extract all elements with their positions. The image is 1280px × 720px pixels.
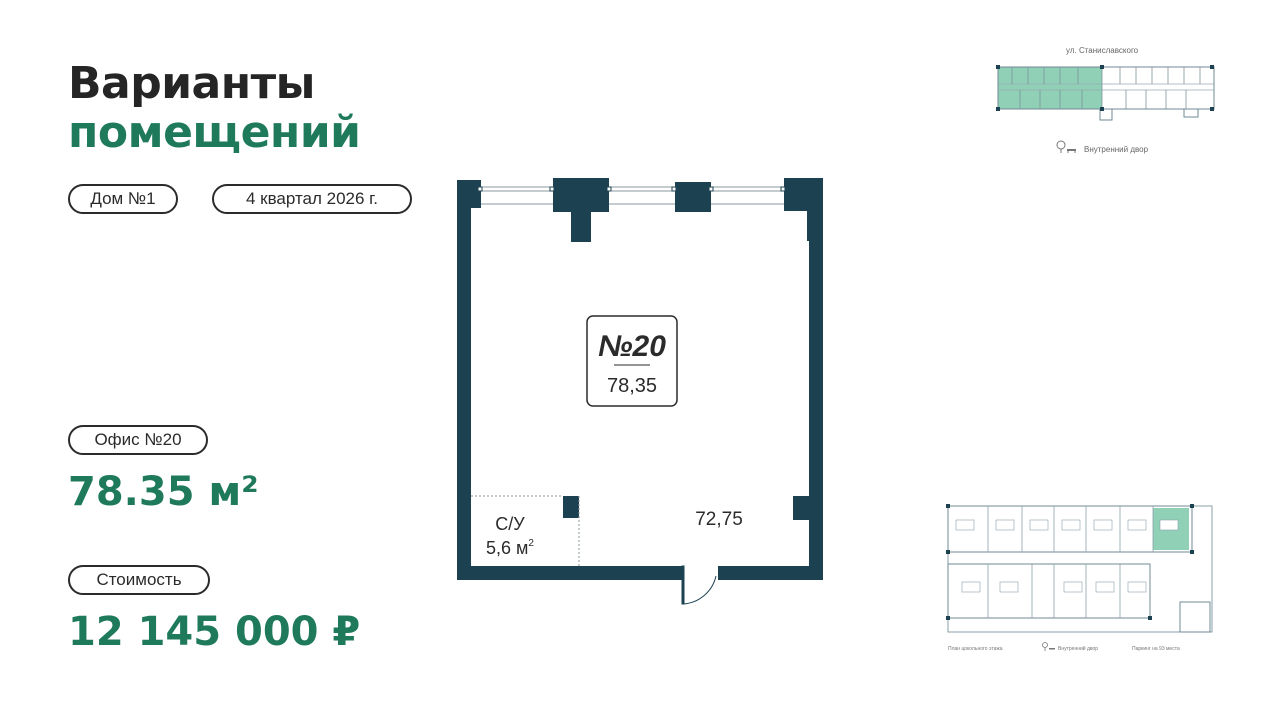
courtyard-label-bottom: Внутренний двор	[1058, 646, 1099, 652]
page-title-line1: Варианты	[68, 58, 315, 109]
bathroom-outline	[471, 495, 580, 566]
plan-walls	[457, 178, 823, 580]
plan-windows	[481, 186, 784, 205]
unit-label-box	[586, 315, 678, 407]
building-minimap-top	[996, 65, 1215, 121]
unit-area: 78,35	[607, 375, 657, 397]
floor-plan: №20 78,35 72,75 С/У 5,6 м2	[457, 178, 823, 605]
office-label-tag: Офис №20	[68, 425, 208, 455]
bathroom-label: С/У	[495, 514, 525, 534]
office-area: 78.35 м²	[68, 469, 259, 515]
parking-label: Паркинг на 93 места	[1132, 646, 1180, 652]
bathroom-area: 5,6 м2	[486, 538, 534, 558]
page-title-line2: помещений	[68, 107, 361, 158]
house-tag: Дом №1	[68, 184, 178, 214]
completion-tag: 4 квартал 2026 г.	[212, 184, 412, 214]
street-label: ул. Станиславского	[1066, 46, 1139, 55]
entrance-door	[681, 565, 717, 605]
main-room-area: 72,75	[695, 509, 743, 530]
tree-bench-icon	[1056, 140, 1076, 153]
building-minimap-bottom	[946, 504, 1213, 633]
unit-number: №20	[598, 330, 666, 363]
basement-plan-label: План цокольного этажа	[948, 646, 1003, 652]
tree-bench-icon-bottom	[1042, 642, 1055, 651]
price-value: 12 145 000 ₽	[68, 609, 361, 655]
courtyard-label-top: Внутренний двор	[1084, 145, 1149, 154]
price-label-tag: Стоимость	[68, 565, 210, 595]
